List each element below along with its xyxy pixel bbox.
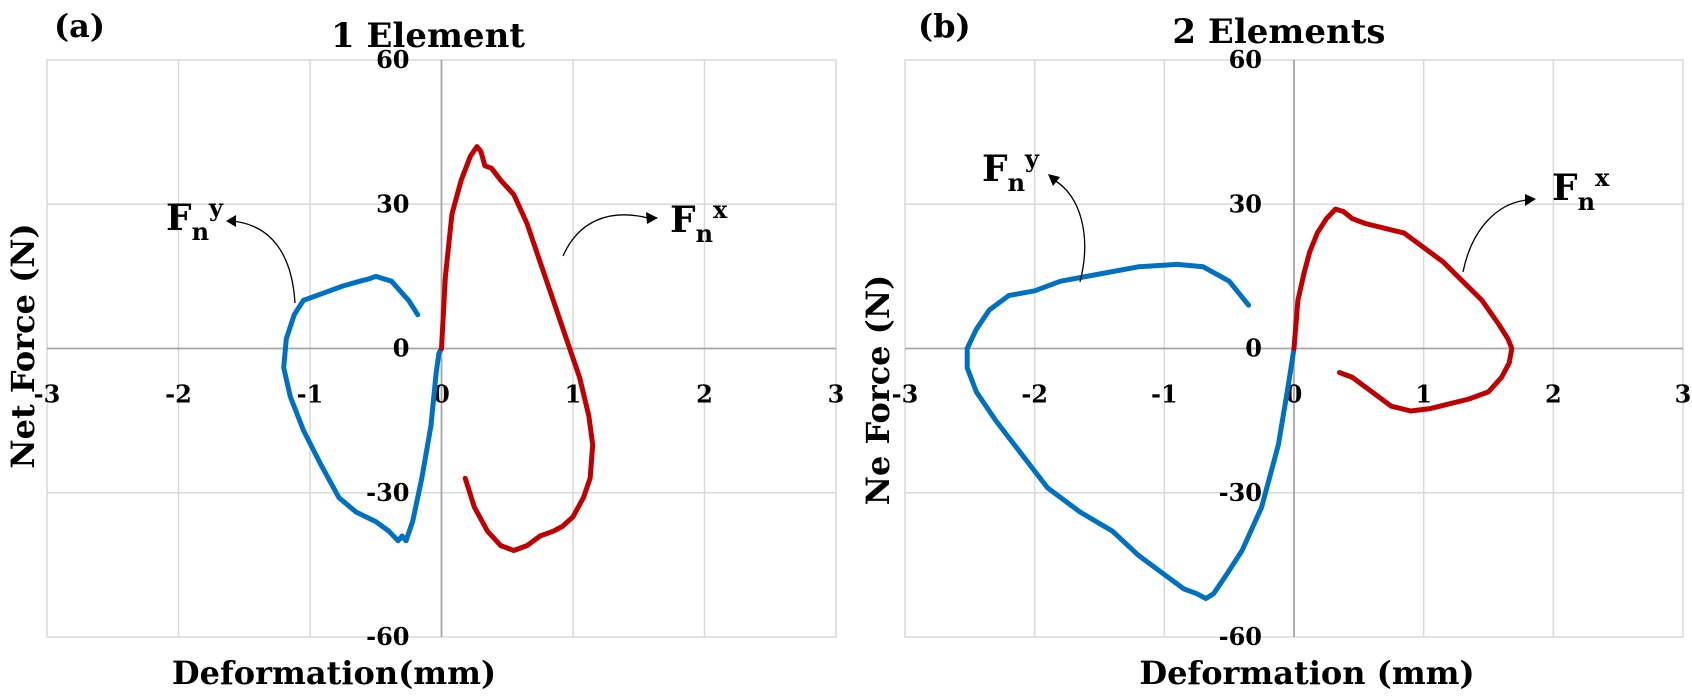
panel-a-x-tick-label: 1: [565, 380, 582, 409]
panel-a-y-axis-label: Net Force (N): [4, 223, 42, 468]
panel-b-annotation-fny-label: Fny: [982, 144, 1040, 197]
panel-a-ticks: -3 -2 -1 0 1 2 3 60 30 0 -30 -60: [34, 45, 845, 651]
chart-panel-a: (a) 1 Element -3 -2 -1 0 1 2 3 60 30 0 -30 -60 Defo…: [4, 7, 844, 692]
panel-b-y-axis-label: Ne Force (N): [859, 275, 897, 505]
panel-a-annotation-fnx-arrow: [562, 214, 649, 257]
panel-b-x-tick-label: -1: [1151, 380, 1178, 409]
panel-a-grid: [46, 59, 837, 638]
panel-b-x-tick-label: 1: [1415, 380, 1432, 409]
panel-b-annotation-fnx-arrow: [1462, 199, 1528, 273]
panel-a-x-tick-label: -1: [297, 380, 324, 409]
panel-b-annotation-fnx: Fnx: [1462, 163, 1610, 273]
panel-b-annotation-fny: Fny: [982, 144, 1086, 283]
panel-b-y-tick-label: -60: [1219, 622, 1262, 651]
panel-a-y-tick-label: 60: [376, 45, 409, 74]
panel-a-x-tick-label: 0: [433, 380, 450, 409]
panel-b-annotation-fnx-label: Fnx: [1552, 163, 1610, 216]
panel-b-x-axis-label: Deformation (mm): [1139, 654, 1474, 692]
panel-a-annotation-fnx-label: Fnx: [670, 195, 728, 248]
panel-a-annotation-fnx: Fnx: [562, 195, 728, 257]
panel-a-y-tick-label: 30: [376, 189, 409, 218]
panel-a-annotation-fny-arrowhead: [226, 215, 236, 227]
panel-b-annotation-fny-arrowhead: [1048, 174, 1060, 186]
panel-a-x-tick-label: -2: [165, 380, 192, 409]
panel-a-x-axis-label: Deformation(mm): [172, 654, 496, 692]
panel-a-series: [281, 144, 596, 553]
panel-b-y-tick-label: -30: [1219, 478, 1262, 507]
panel-b-x-tick-label: -3: [892, 380, 919, 409]
panel-a-title: 1 Element: [331, 16, 525, 56]
panel-b-x-tick-label: -2: [1021, 380, 1048, 409]
panel-a-y-tick-label: -60: [366, 622, 409, 651]
panel-b-annotation-fny-arrow: [1053, 179, 1086, 283]
panel-b-y-tick-label: 60: [1229, 45, 1262, 74]
panel-a-annotation-fny-arrow: [231, 220, 296, 304]
panel-b-label: (b): [918, 7, 971, 45]
panel-a-annotation-fny: Fny: [166, 193, 296, 304]
panel-b-series-fnx-line: [1291, 206, 1515, 414]
panel-a-label: (a): [54, 7, 105, 45]
panel-a-x-tick-label: 3: [828, 380, 845, 409]
panel-b-title: 2 Elements: [1172, 12, 1385, 52]
panel-b-annotation-fnx-arrowhead: [1525, 194, 1536, 206]
panel-b-x-tick-label: 3: [1675, 380, 1692, 409]
panel-a-y-tick-label: 0: [393, 334, 410, 363]
panel-b-series: [964, 206, 1515, 601]
panel-a-y-tick-label: -30: [366, 478, 409, 507]
panel-b-y-tick-label: 0: [1245, 334, 1262, 363]
panel-b-x-tick-label: 2: [1545, 380, 1562, 409]
panel-a-annotation-fny-label: Fny: [166, 193, 224, 246]
panel-a-series-fny-line: [281, 273, 444, 544]
panel-a-x-tick-label: -3: [34, 380, 61, 409]
panel-b-y-tick-label: 30: [1229, 189, 1262, 218]
panel-a-series-fnx-line: [439, 144, 596, 553]
panel-a-x-tick-label: 2: [696, 380, 713, 409]
panel-b-series-fny-line: [964, 261, 1297, 601]
panel-a-annotation-fnx-arrowhead: [646, 212, 658, 224]
